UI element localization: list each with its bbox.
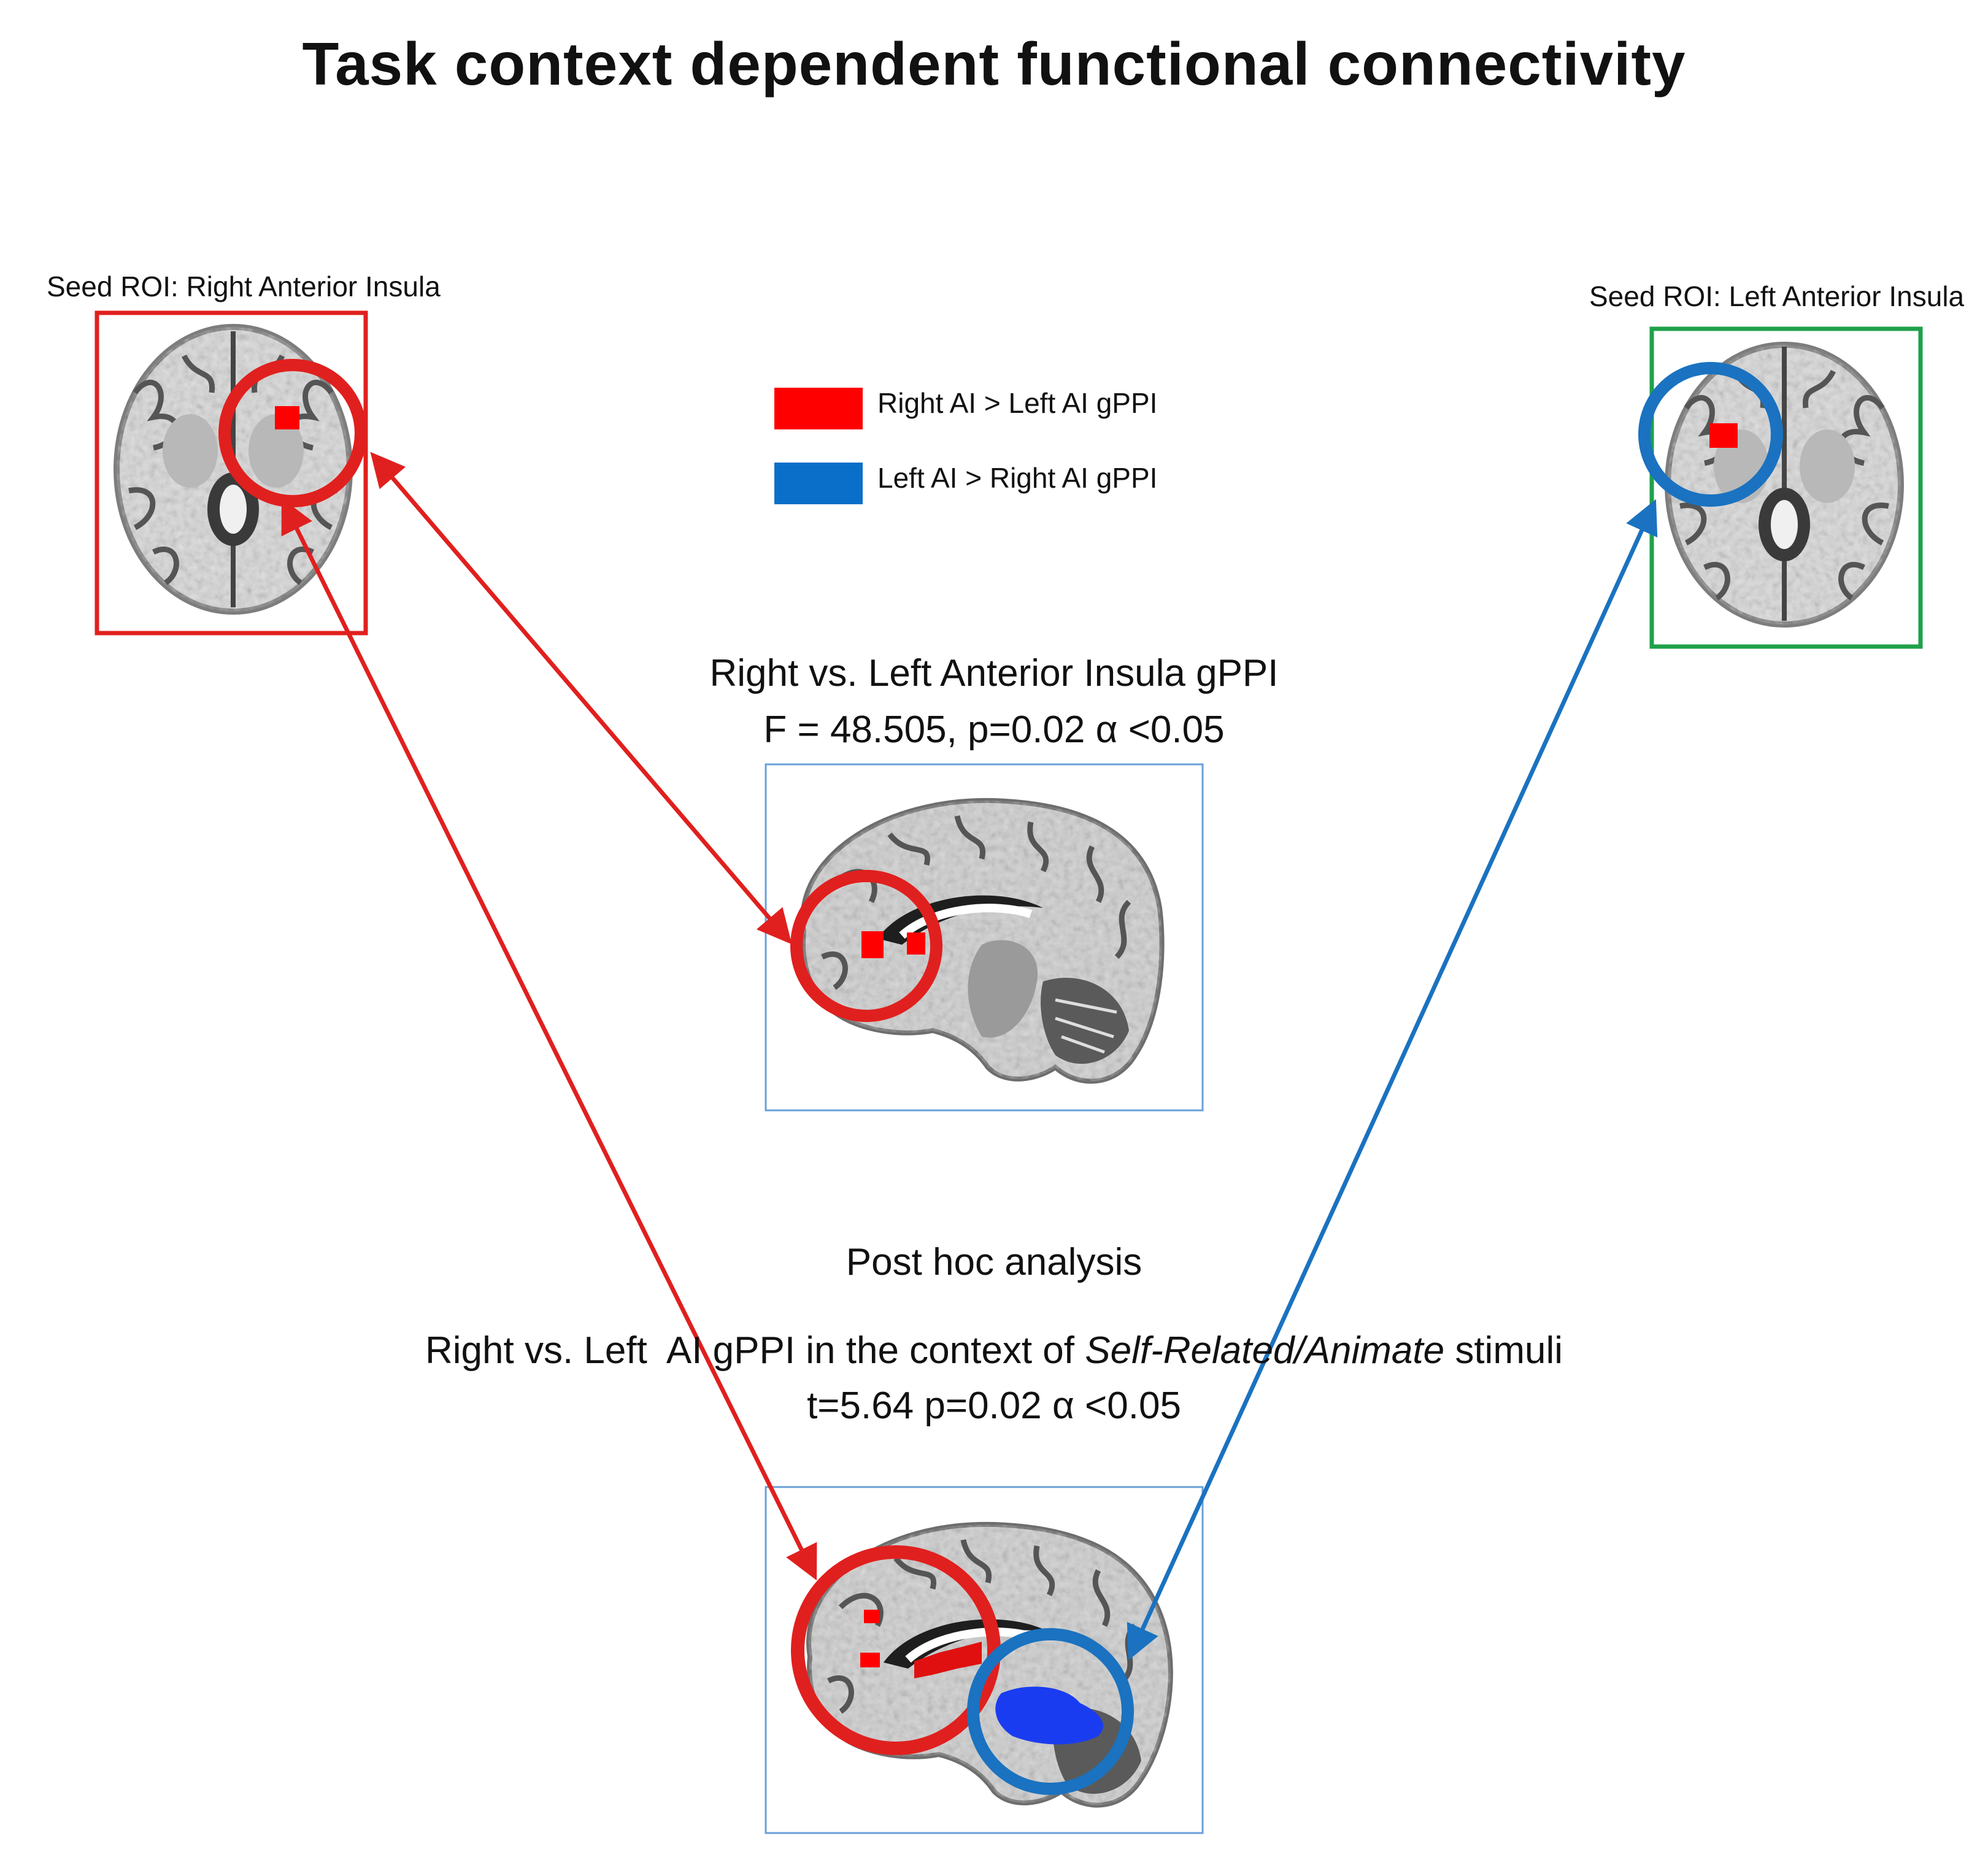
legend-swatch-red bbox=[774, 388, 863, 429]
seed-left-activation bbox=[1709, 423, 1738, 448]
seed-left-label: Seed ROI: Left Anterior Insula bbox=[1589, 280, 1965, 312]
legend-label-red: Right AI > Left AI gPPI bbox=[877, 387, 1158, 419]
posthoc-activation-2 bbox=[860, 1653, 880, 1667]
posthoc-activation-1 bbox=[864, 1610, 880, 1623]
posthoc-context-suffix: stimuli bbox=[1444, 1329, 1563, 1372]
main-result-stats: F = 48.505, p=0.02 α <0.05 bbox=[763, 709, 1225, 751]
seed-right-box bbox=[94, 310, 368, 636]
main-result-title: Right vs. Left Anterior Insula gPPI bbox=[709, 652, 1279, 694]
double-arrow-icon bbox=[1127, 499, 1658, 1661]
posthoc-activation-blue bbox=[995, 1686, 1104, 1745]
brain-axial-icon bbox=[1665, 342, 1904, 628]
posthoc-context-italic: Self-Related/Animate bbox=[1085, 1329, 1445, 1372]
double-arrow-icon bbox=[281, 498, 817, 1581]
main-activation-1 bbox=[861, 931, 884, 958]
seed-left-box bbox=[1649, 326, 1923, 649]
main-result-panel bbox=[765, 763, 1204, 1112]
posthoc-blue-ring bbox=[967, 1628, 1134, 1795]
page-title: Task context dependent functional connec… bbox=[302, 30, 1686, 98]
main-activation-2 bbox=[907, 932, 925, 955]
seed-right-label: Seed ROI: Right Anterior Insula bbox=[47, 271, 441, 302]
posthoc-context-prefix: Right vs. Left AI gPPI in the context of bbox=[425, 1329, 1085, 1372]
posthoc-activation-3 bbox=[914, 1642, 982, 1678]
seed-left-panel bbox=[1638, 326, 1923, 649]
double-arrow-icon bbox=[370, 452, 792, 945]
seed-right-panel bbox=[94, 310, 368, 636]
posthoc-context: Right vs. Left AI gPPI in the context of… bbox=[0, 1329, 1988, 1372]
seed-right-activation bbox=[275, 406, 299, 429]
legend-label-blue: Left AI > Right AI gPPI bbox=[877, 462, 1158, 494]
posthoc-panel bbox=[765, 1486, 1204, 1834]
posthoc-stats: t=5.64 p=0.02 α <0.05 bbox=[807, 1385, 1181, 1427]
seed-left-ring bbox=[1638, 362, 1783, 507]
legend-swatch-blue bbox=[774, 463, 863, 504]
brain-sagittal-icon bbox=[800, 797, 1165, 1084]
posthoc-title: Post hoc analysis bbox=[846, 1241, 1142, 1283]
